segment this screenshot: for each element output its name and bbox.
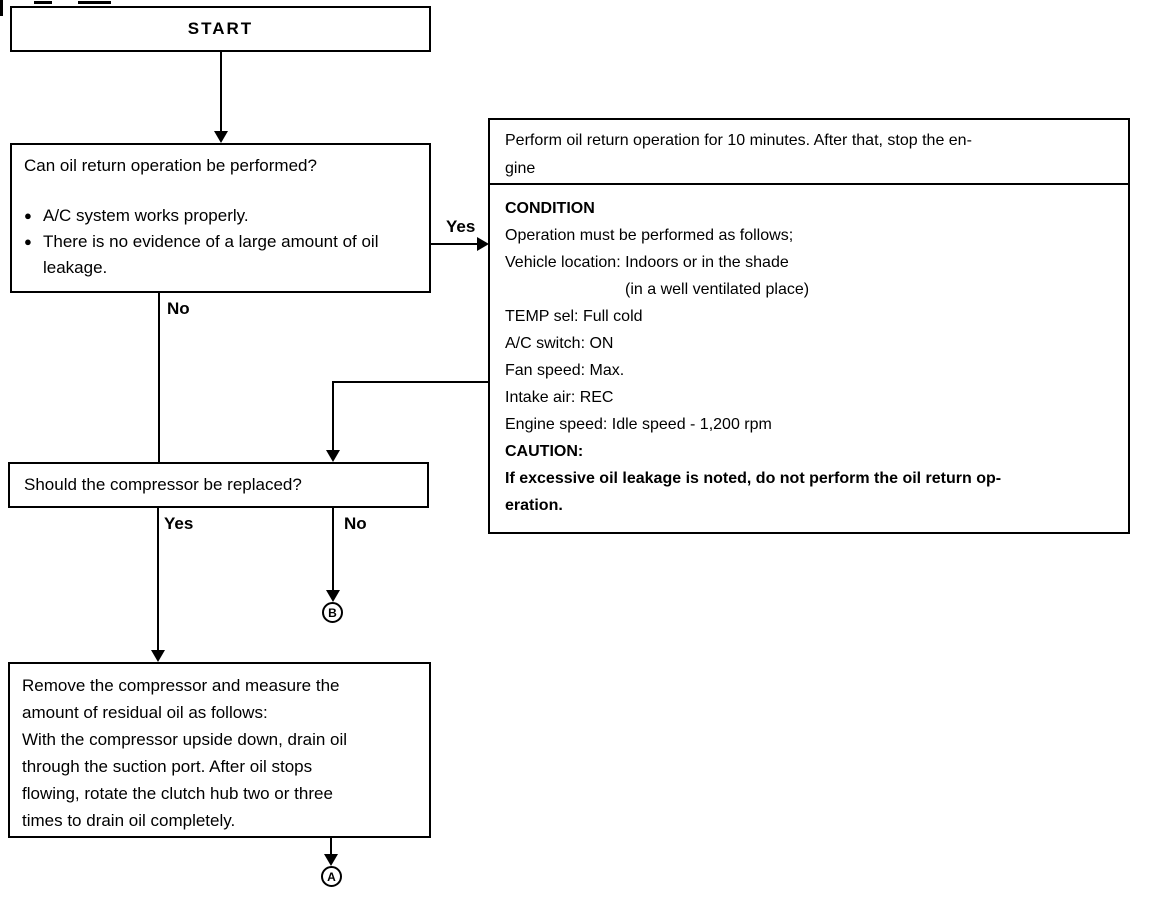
connector-line	[220, 52, 222, 132]
decision-replace-compressor-box: Should the compressor be replaced?	[8, 462, 429, 508]
scan-artifact	[78, 1, 111, 4]
condition-line: (in a well ventilated place)	[625, 281, 810, 298]
scan-artifact	[34, 1, 52, 4]
condition-section: CONDITION Operation must be performed as…	[490, 185, 1128, 519]
list-item: ● A/C system works properly.	[24, 203, 417, 229]
procedure-line: With the compressor upside down, drain o…	[22, 730, 348, 749]
list-item: ● There is no evidence of a large amount…	[24, 229, 417, 281]
scan-artifact	[0, 0, 3, 16]
perform-header-line: Perform oil return operation for 10 minu…	[505, 132, 972, 149]
bullet-list: ● A/C system works properly. ● There is …	[24, 203, 417, 281]
connector-line	[157, 508, 159, 652]
arrow-down-icon	[324, 854, 338, 866]
yes-branch-label: Yes	[164, 514, 194, 533]
condition-line: Fan speed: Max.	[505, 362, 625, 379]
condition-line: Vehicle location: Indoors or in the shad…	[505, 254, 789, 271]
arrow-down-icon	[326, 590, 340, 602]
arrow-down-icon	[151, 650, 165, 662]
remove-compressor-box: Remove the compressor and measure the am…	[8, 662, 431, 838]
caution-line: If excessive oil leakage is noted, do no…	[505, 470, 1002, 487]
connector-line	[330, 838, 332, 856]
no-branch-label: No	[167, 299, 190, 318]
connector-line	[431, 243, 477, 245]
caution-line: eration.	[505, 497, 563, 514]
connector-line	[332, 508, 334, 592]
procedure-line: flowing, rotate the clutch hub two or th…	[22, 784, 333, 803]
procedure-line: times to drain oil completely.	[22, 811, 236, 830]
connector-b-label: B	[328, 605, 337, 620]
connector-line	[158, 293, 160, 462]
perform-oil-return-box: Perform oil return operation for 10 minu…	[488, 118, 1130, 534]
condition-line: A/C switch: ON	[505, 335, 614, 352]
connector-b: B	[322, 602, 343, 623]
arrow-right-icon	[477, 237, 489, 251]
perform-header: Perform oil return operation for 10 minu…	[490, 120, 1128, 185]
arrow-down-icon	[326, 450, 340, 462]
connector-a-label: A	[327, 869, 336, 884]
start-label: START	[187, 18, 254, 38]
bullet-text: There is no evidence of a large amount o…	[43, 231, 379, 277]
decision-oil-return-box: Can oil return operation be performed? ●…	[10, 143, 431, 293]
bullet-text: A/C system works properly.	[43, 205, 249, 225]
yes-branch-label: Yes	[446, 217, 476, 236]
arrow-down-icon	[214, 131, 228, 143]
procedure-line: Remove the compressor and measure the	[22, 676, 340, 695]
no-branch-label: No	[344, 514, 367, 533]
bullet-icon: ●	[24, 207, 32, 223]
condition-line: Operation must be performed as follows;	[505, 227, 794, 244]
question-text: Should the compressor be replaced?	[24, 474, 302, 494]
perform-header-line: gine	[505, 160, 536, 177]
condition-line: Intake air: REC	[505, 389, 614, 406]
procedure-line: amount of residual oil as follows:	[22, 703, 268, 722]
condition-line: TEMP sel: Full cold	[505, 308, 643, 325]
procedure-line: through the suction port. After oil stop…	[22, 757, 313, 776]
question-text: Can oil return operation be performed?	[24, 156, 317, 175]
connector-line	[332, 381, 488, 383]
caution-title: CAUTION:	[505, 443, 584, 460]
connector-a: A	[321, 866, 342, 887]
start-node: START	[10, 6, 431, 52]
connector-line	[332, 381, 334, 450]
condition-line: Engine speed: Idle speed - 1,200 rpm	[505, 416, 772, 433]
condition-title: CONDITION	[505, 200, 595, 217]
bullet-icon: ●	[24, 233, 32, 249]
